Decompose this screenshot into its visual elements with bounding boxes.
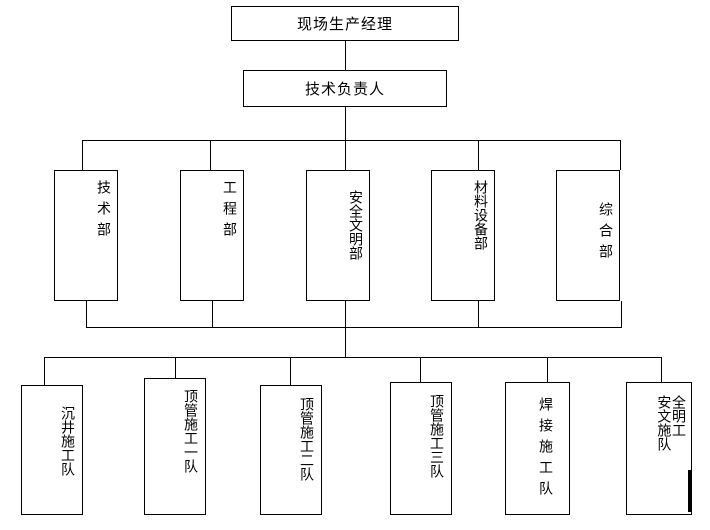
node-label: 现场生产经理 <box>296 15 393 33</box>
node-label: 综合部 <box>597 202 613 265</box>
node-department-2[interactable]: 工程部 <box>180 170 244 301</box>
leg-dept-4-down <box>478 301 479 328</box>
leg-dept-2-down <box>212 301 213 328</box>
drop-team-1 <box>44 357 45 385</box>
node-team-4[interactable]: 顶管施工三队 <box>390 382 452 515</box>
node-label: 安全文明部 <box>347 190 363 260</box>
node-team-3[interactable]: 顶管施工二队 <box>260 385 322 515</box>
node-label: 沉井施工队 <box>59 406 75 476</box>
edge-artifact <box>688 470 692 512</box>
connector-mid-to-team-bus <box>345 327 346 358</box>
node-label: 顶管施工二队 <box>298 397 314 481</box>
leg-dept-3-down <box>345 301 346 328</box>
drop-team-3 <box>290 357 291 385</box>
drop-team-2 <box>175 357 176 385</box>
node-label: 顶管施工三队 <box>428 394 444 478</box>
bus-departments <box>82 140 621 141</box>
connector-l1-to-l2 <box>345 41 346 70</box>
drop-dept-5 <box>620 140 621 170</box>
node-team-2[interactable]: 顶管施工一队 <box>144 378 206 515</box>
node-team-6[interactable]: 全明工 安文施队 <box>626 382 692 515</box>
drop-dept-3 <box>345 140 346 170</box>
drop-dept-4 <box>478 140 479 170</box>
node-label: 材料设备部 <box>472 180 488 250</box>
node-technical-director[interactable]: 技术负责人 <box>243 70 447 107</box>
leg-dept-5-down <box>621 301 622 328</box>
bus-teams <box>44 357 662 358</box>
drop-dept-2 <box>210 140 211 170</box>
drop-team-5 <box>547 357 548 385</box>
node-department-3[interactable]: 安全文明部 <box>306 170 370 301</box>
node-department-1[interactable]: 技术部 <box>54 170 118 301</box>
leg-dept-1-down <box>86 301 87 328</box>
drop-dept-1 <box>82 140 83 170</box>
node-label-col-2: 安文施队 <box>655 395 672 451</box>
node-label: 技术负责人 <box>304 80 385 98</box>
node-label-col-1: 全明工 <box>670 395 686 437</box>
node-site-production-manager[interactable]: 现场生产经理 <box>231 6 459 41</box>
drop-team-4 <box>420 357 421 385</box>
node-label: 技术部 <box>95 180 111 243</box>
node-label: 焊接施工队 <box>537 397 553 502</box>
node-team-5[interactable]: 焊接施工队 <box>505 382 570 515</box>
node-label: 顶管施工一队 <box>182 389 198 473</box>
node-department-5[interactable]: 综合部 <box>556 170 620 301</box>
node-label: 工程部 <box>221 180 237 243</box>
connector-l2-to-dept-bus <box>345 107 346 141</box>
drop-team-6 <box>661 357 662 385</box>
bus-mid-merge <box>86 327 622 328</box>
node-department-4[interactable]: 材料设备部 <box>431 170 495 301</box>
node-team-1[interactable]: 沉井施工队 <box>21 385 83 515</box>
